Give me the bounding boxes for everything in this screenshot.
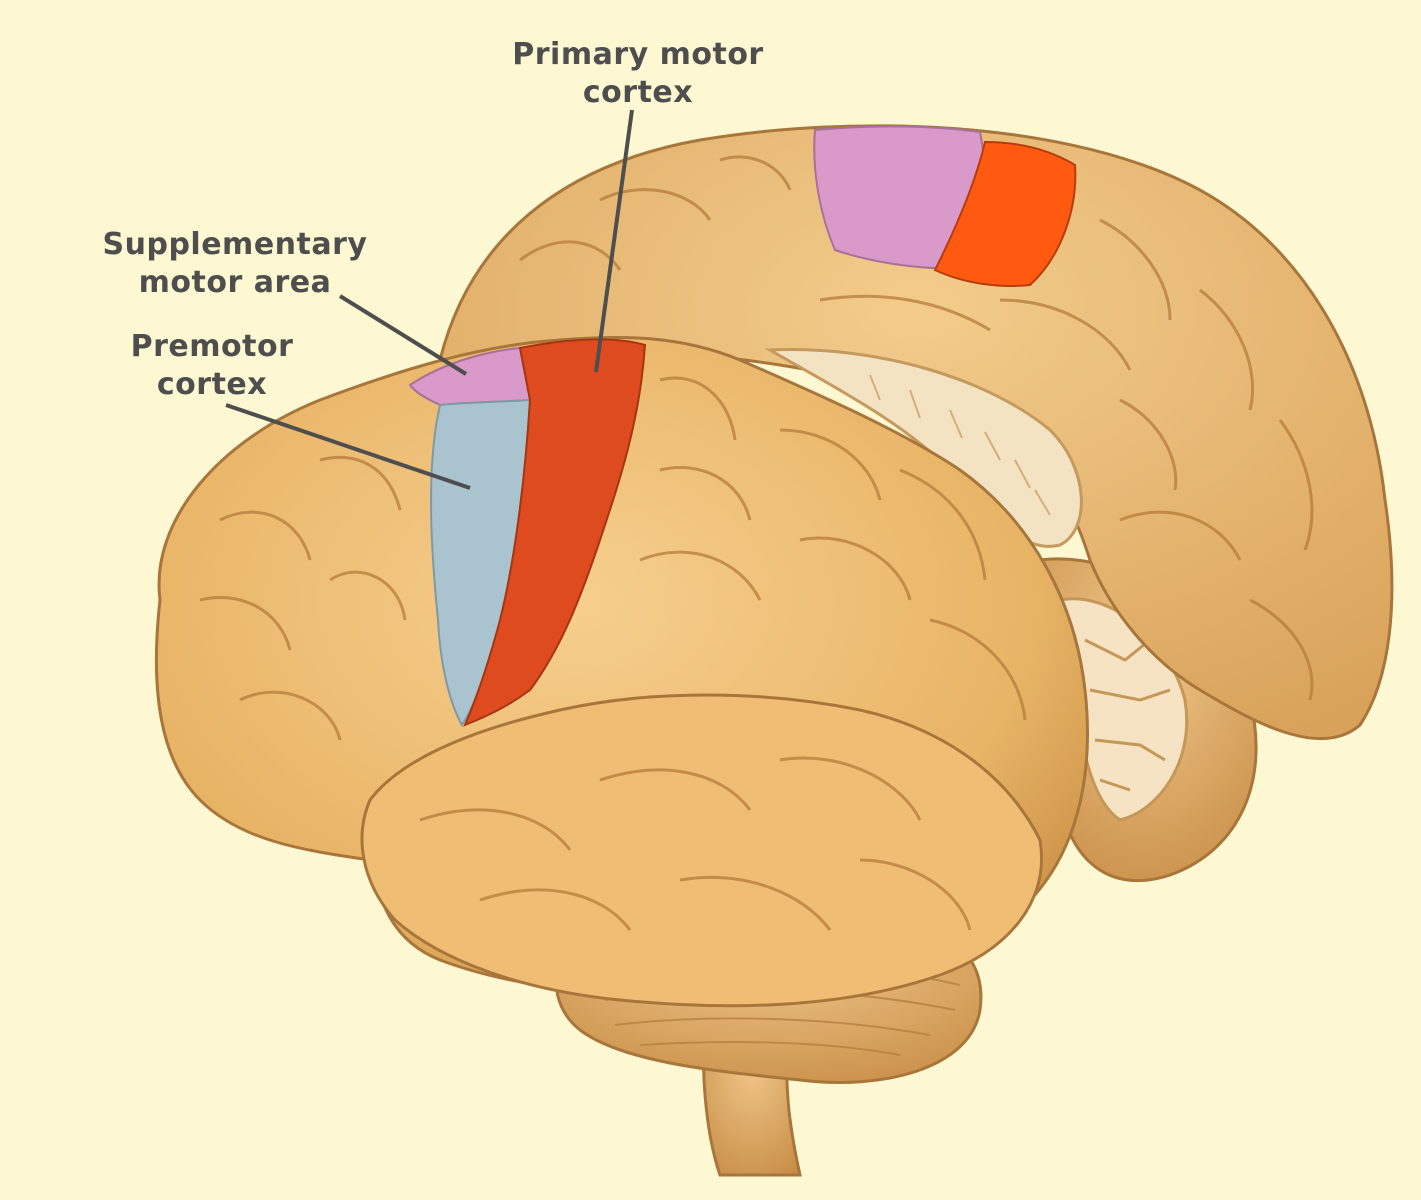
medial-hemisphere xyxy=(438,124,1394,741)
leader-line-supplementary xyxy=(338,294,468,376)
leader-line-primary-motor xyxy=(594,109,634,373)
label-supplementary-motor-area: Supplementary motor area xyxy=(80,226,390,302)
label-premotor-cortex: Premotor cortex xyxy=(92,328,332,404)
label-premotor-cortex-line1: Premotor xyxy=(130,329,294,364)
label-supplementary-motor-area-line1: Supplementary xyxy=(102,227,368,262)
lateral-primary-motor-cortex xyxy=(463,338,647,727)
temporal-lobe xyxy=(360,693,1043,1008)
label-primary-motor-cortex-line1: Primary motor xyxy=(512,37,764,72)
label-primary-motor-cortex-line2: cortex xyxy=(582,75,694,110)
leader-line-premotor xyxy=(225,403,471,490)
label-premotor-cortex-line2: cortex xyxy=(156,367,268,402)
label-primary-motor-cortex: Primary motor cortex xyxy=(488,36,788,112)
label-supplementary-motor-area-line2: motor area xyxy=(138,265,332,300)
medial-primary-motor-cortex xyxy=(933,140,1077,287)
